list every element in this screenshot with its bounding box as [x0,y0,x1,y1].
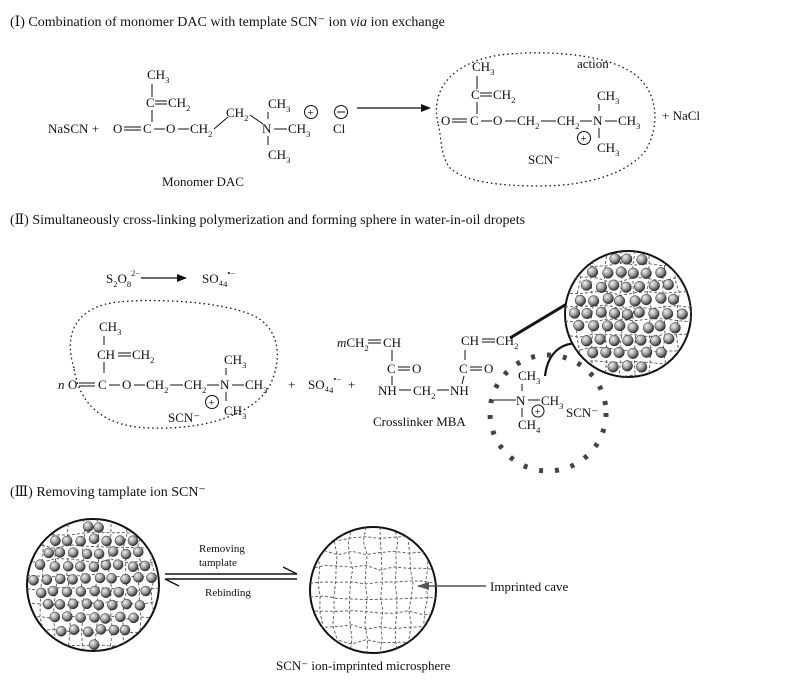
persulfate-initiator: S2O82− [106,268,140,289]
svg-text:+: + [308,107,314,119]
nascn-reactant: NaSCN + [48,121,99,136]
svg-text:CH3: CH3 [268,96,290,114]
svg-text:CH3: CH3 [224,403,246,421]
svg-text:CH3: CH3 [99,319,121,337]
dac-complex-polymerizing: n CH3 CH CH2 O C O CH2 CH2 N CH3 CH3 CH3… [58,319,267,421]
svg-text:O: O [68,377,77,392]
region-partial-label: action [577,56,609,71]
svg-text:C: C [459,361,468,376]
svg-text:O: O [484,361,493,376]
dac-scn-complex-structure: CH3 C CH2 O C O CH2 CH2 N CH3 CH3 CH3 + [441,59,640,158]
svg-text:O: O [166,121,175,136]
svg-text:mCH2: mCH2 [337,335,369,353]
svg-text:CH2: CH2 [184,377,206,395]
imprinted-cave-label: Imprinted cave [490,579,569,594]
scn-template-ion-step2: SCN⁻ [168,410,200,425]
removing-template-label-2: tamplate [199,557,237,569]
positive-charge-icon [531,404,545,418]
svg-text:C: C [143,121,152,136]
binding-site-outline [487,352,609,474]
svg-text:CH2: CH2 [190,121,212,139]
svg-text:CH4: CH4 [518,417,541,435]
svg-text:O: O [412,361,421,376]
svg-text:CH3: CH3 [224,352,246,370]
svg-text:CH3: CH3 [147,67,169,85]
svg-text:N: N [593,113,603,128]
equilibrium-arrows [164,566,298,587]
positive-charge-icon [304,105,318,119]
positive-charge-icon [205,395,219,409]
svg-text:N: N [262,121,272,136]
svg-text:CH2: CH2 [146,377,168,395]
svg-text:N: N [220,377,230,392]
svg-text:C: C [471,87,480,102]
negative-charge-icon [334,105,348,119]
positive-charge-icon [577,131,591,145]
svg-text:CH2: CH2 [557,113,579,131]
nacl-byproduct: + NaCl [662,108,700,123]
scn-ion-bound: SCN⁻ [566,405,598,420]
svg-text:C: C [98,377,107,392]
svg-text:CH3: CH3 [288,121,310,139]
sulfate-radical: SO₄4•− [202,268,235,289]
imprinted-microsphere-label: SCN⁻ ion-imprinted microsphere [276,658,451,673]
step2-heading: (Ⅱ) Simultaneously cross-linking polymer… [10,213,525,228]
step3-heading: (Ⅲ) Removing tamplate ion SCN⁻ [10,485,206,500]
svg-text:O: O [113,121,122,136]
removing-template-label-1: Removing [199,543,245,555]
svg-text:CH3: CH3 [597,88,619,106]
empty-imprinted-microsphere [309,526,437,654]
svg-text:CH2: CH2 [517,113,539,131]
svg-text:N: N [516,393,526,408]
mba-crosslinker-structure: mCH2 CH C O NH CH2 NH C O CH CH2 [337,333,518,401]
svg-text:O: O [441,113,450,128]
svg-text:CH: CH [97,347,115,362]
svg-text:C: C [387,361,396,376]
monomer-complex-outline [69,299,278,429]
svg-text:CH3: CH3 [541,393,563,411]
svg-text:CH2: CH2 [493,87,515,105]
monomer-dac-structure: CH3 C CH2 O C O CH2 CH2 N CH3 CH3 CH3 + [113,67,318,165]
sulfate-radical-2: SO₄4•− [308,374,341,395]
rebinding-label: Rebinding [205,587,251,599]
svg-text:CH3: CH3 [618,113,640,131]
svg-text:O: O [122,377,131,392]
scn-template-ion: SCN⁻ [528,152,560,167]
svg-text:NH: NH [450,383,469,398]
svg-text:CH3: CH3 [518,368,540,386]
svg-text:CH: CH [383,335,401,350]
plus-sign-2: + [348,377,355,392]
svg-text:O: O [493,113,502,128]
crosslinker-mba-label: Crosslinker MBA [373,414,466,429]
monomer-dac-label: Monomer DAC [162,174,244,189]
svg-text:CH2: CH2 [132,347,154,365]
svg-text:+: + [535,407,541,418]
svg-text:CH2: CH2 [226,105,248,123]
chloride-counter-ion: Cl [333,121,346,136]
svg-text:C: C [470,113,479,128]
complex-region-outline [435,52,656,187]
svg-text:+: + [209,397,215,409]
svg-text:CH3: CH3 [597,140,619,158]
svg-text:n: n [58,377,65,392]
svg-text:CH3: CH3 [245,377,267,395]
step1-heading: (Ⅰ) Combination of monomer DAC with temp… [10,15,445,30]
growing-microsphere [564,250,692,378]
svg-text:NH: NH [378,383,397,398]
svg-text:CH3: CH3 [472,59,494,77]
binding-site-structure: N CH3 CH3 CH4 + [494,368,563,435]
svg-text:CH: CH [461,333,479,348]
imprinted-microsphere-with-template [26,518,160,652]
plus-sign: + [288,377,295,392]
svg-text:CH2: CH2 [168,95,190,113]
svg-text:CH2: CH2 [413,383,435,401]
svg-text:CH3: CH3 [268,147,290,165]
svg-text:C: C [146,95,155,110]
svg-text:+: + [581,133,587,145]
